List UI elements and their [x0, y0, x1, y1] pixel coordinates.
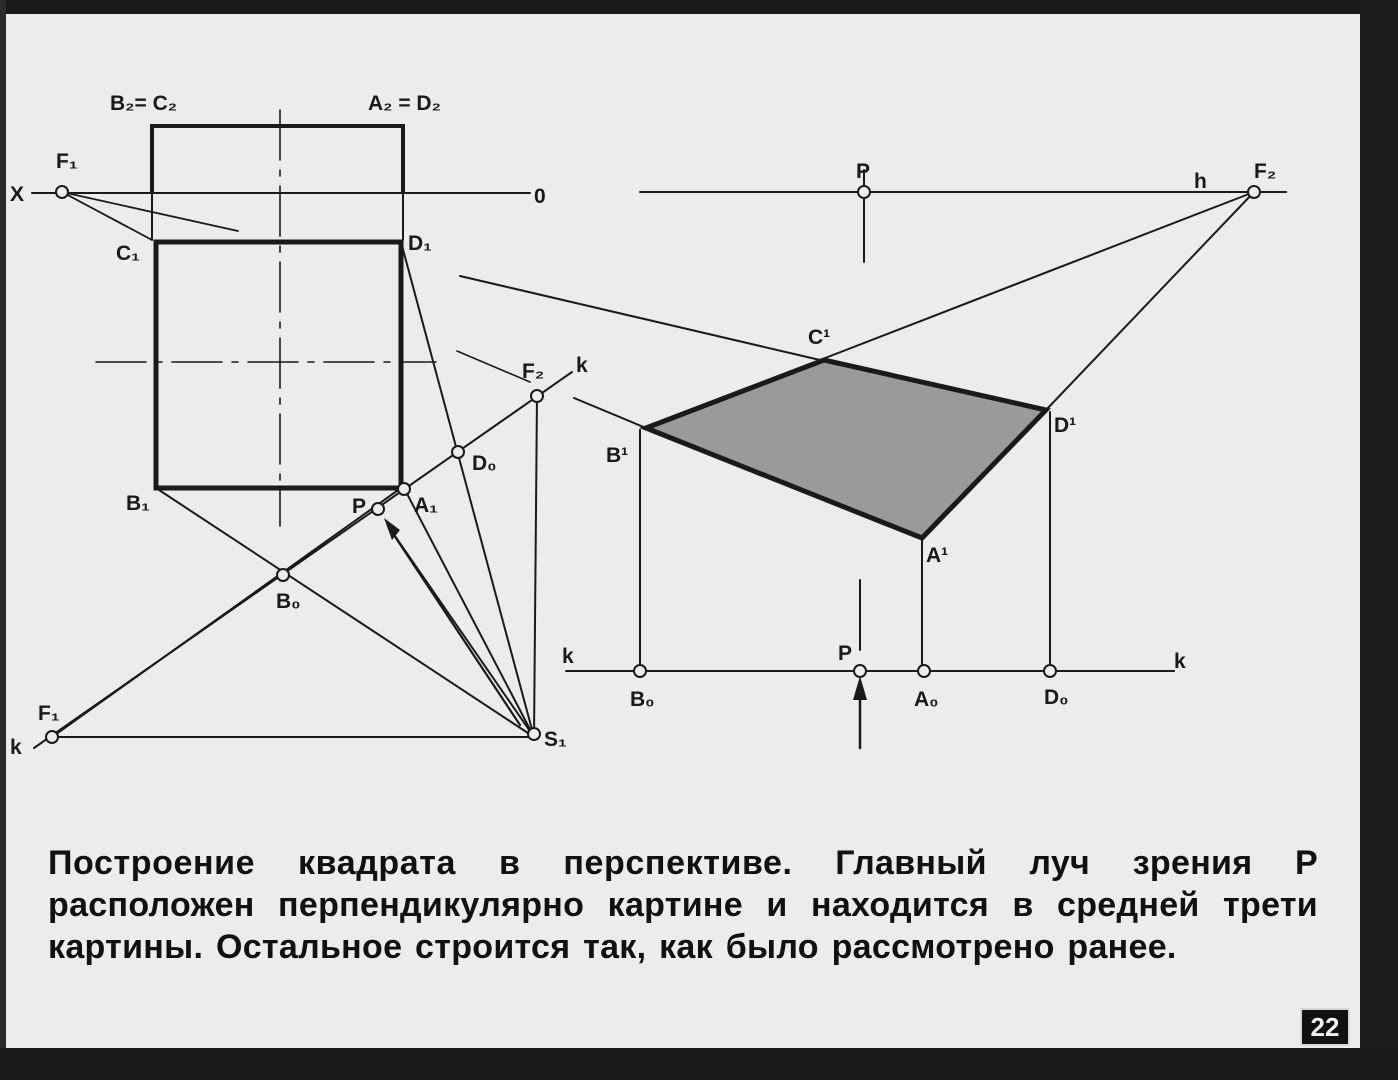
label-k-left-bottom: k	[10, 736, 22, 759]
label-b0-left: B₀	[276, 590, 301, 613]
label-c1: C₁	[116, 242, 140, 265]
ray-s1-d1	[400, 241, 535, 738]
label-f2-left: F₂	[522, 360, 544, 383]
slide-caption: Построение квадрата в перспективе. Главн…	[48, 842, 1318, 968]
line-d-prime-f2	[1045, 191, 1255, 411]
point-p-bottom	[853, 664, 867, 678]
ray-s1-b1	[155, 487, 535, 738]
point-a0-right	[917, 664, 931, 678]
caption-body: Главный луч зрения P расположен перпенди…	[48, 844, 1318, 966]
label-h: h	[1194, 170, 1207, 193]
label-p-bottom: P	[838, 642, 852, 665]
label-x-axis: X	[10, 183, 24, 206]
label-b1: B₁	[126, 492, 150, 515]
perspective-square	[639, 357, 1051, 541]
ray-s1-f1	[51, 487, 402, 738]
point-f2-right	[1247, 185, 1261, 199]
label-k-right-left: k	[562, 645, 574, 668]
arrow-p-left-head	[384, 518, 400, 540]
frame-bottom-edge	[0, 1048, 1398, 1080]
line-to-c-prime	[459, 275, 821, 361]
label-a1: A₁	[414, 494, 438, 517]
frame-top-edge	[0, 0, 1398, 14]
label-b2c2: B₂= C₂	[110, 92, 177, 115]
point-f1-top	[55, 185, 69, 199]
construction-line-f2	[456, 350, 531, 383]
label-s1: S₁	[544, 728, 567, 751]
line-b-prime-ext	[573, 397, 647, 429]
label-c-prime: C¹	[808, 326, 830, 349]
label-f1-bottom: F₁	[38, 702, 60, 725]
label-a-prime: A¹	[926, 544, 948, 567]
label-b0-right: B₀	[630, 688, 655, 711]
label-f2-right: F₂	[1254, 160, 1276, 183]
label-p-top: P	[856, 160, 870, 183]
point-a1	[397, 482, 411, 496]
label-a2d2: A₂ = D₂	[368, 92, 441, 115]
label-f1-top: F₁	[56, 150, 78, 173]
point-d0-left	[451, 445, 465, 459]
slide-paper	[6, 14, 1360, 1048]
line-f2-s1	[533, 395, 538, 738]
frame-left-edge	[0, 0, 6, 1080]
label-k-left-top: k	[576, 354, 588, 377]
label-a0-right: A₀	[914, 688, 939, 711]
point-p-left	[371, 502, 385, 516]
point-d0-right	[1043, 664, 1057, 678]
point-p-top	[857, 185, 871, 199]
principal-ray-arrow-head	[853, 676, 867, 700]
label-k-right-right: k	[1174, 650, 1186, 673]
label-d-prime: D¹	[1054, 414, 1076, 437]
frontal-projection	[150, 124, 405, 194]
point-b0-right	[633, 664, 647, 678]
slide-number-badge: 22	[1300, 1008, 1350, 1046]
arrow-p-left-shaft	[386, 524, 522, 727]
point-f2-left	[530, 389, 544, 403]
label-d1: D₁	[408, 232, 432, 255]
label-zero: 0	[534, 185, 546, 208]
label-b-prime: B¹	[606, 444, 628, 467]
point-f1-bottom	[45, 730, 59, 744]
point-b0-left	[276, 568, 290, 582]
ray-f1-2	[61, 191, 153, 241]
label-d0-left: D₀	[472, 452, 497, 475]
label-d0-right: D₀	[1044, 686, 1069, 709]
label-p-left: P	[352, 495, 366, 518]
line-c-prime-f2	[819, 191, 1255, 361]
point-s1	[527, 727, 541, 741]
caption-title: Построение квадрата в перспективе.	[48, 844, 793, 882]
ray-s1-a1	[403, 487, 535, 738]
ray-f1-1	[61, 191, 239, 232]
plan-square	[153, 239, 404, 491]
frame-right-edge	[1360, 0, 1398, 1080]
